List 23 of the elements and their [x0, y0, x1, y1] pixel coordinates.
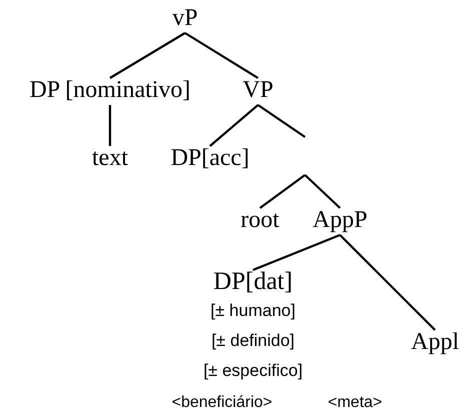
branch-line [304, 174, 341, 209]
node-label: VP [242, 76, 274, 104]
feature-label: [± definido] [211, 330, 295, 352]
node-label: DP[acc] [170, 144, 250, 172]
node-label: Appl [411, 328, 459, 356]
branch-line [109, 32, 186, 79]
branch-line [339, 234, 436, 331]
node-label: vP [172, 4, 198, 32]
branch-line [209, 104, 259, 147]
branch-line [257, 104, 306, 138]
node-label: DP [nominativo] [29, 76, 191, 104]
branch-line [259, 174, 306, 209]
feature-label: [± especifico] [203, 360, 303, 382]
branch-line [184, 32, 259, 79]
branch-line [108, 105, 112, 146]
node-label: DP[dat] [213, 268, 293, 296]
feature-label: [± humano] [210, 300, 296, 322]
role-label: <meta> [328, 393, 382, 413]
role-label: <beneficiário> [172, 393, 272, 413]
branch-line [252, 234, 340, 272]
node-label: AppP [312, 206, 368, 234]
node-label: text [92, 144, 128, 172]
node-label: root [240, 206, 280, 234]
